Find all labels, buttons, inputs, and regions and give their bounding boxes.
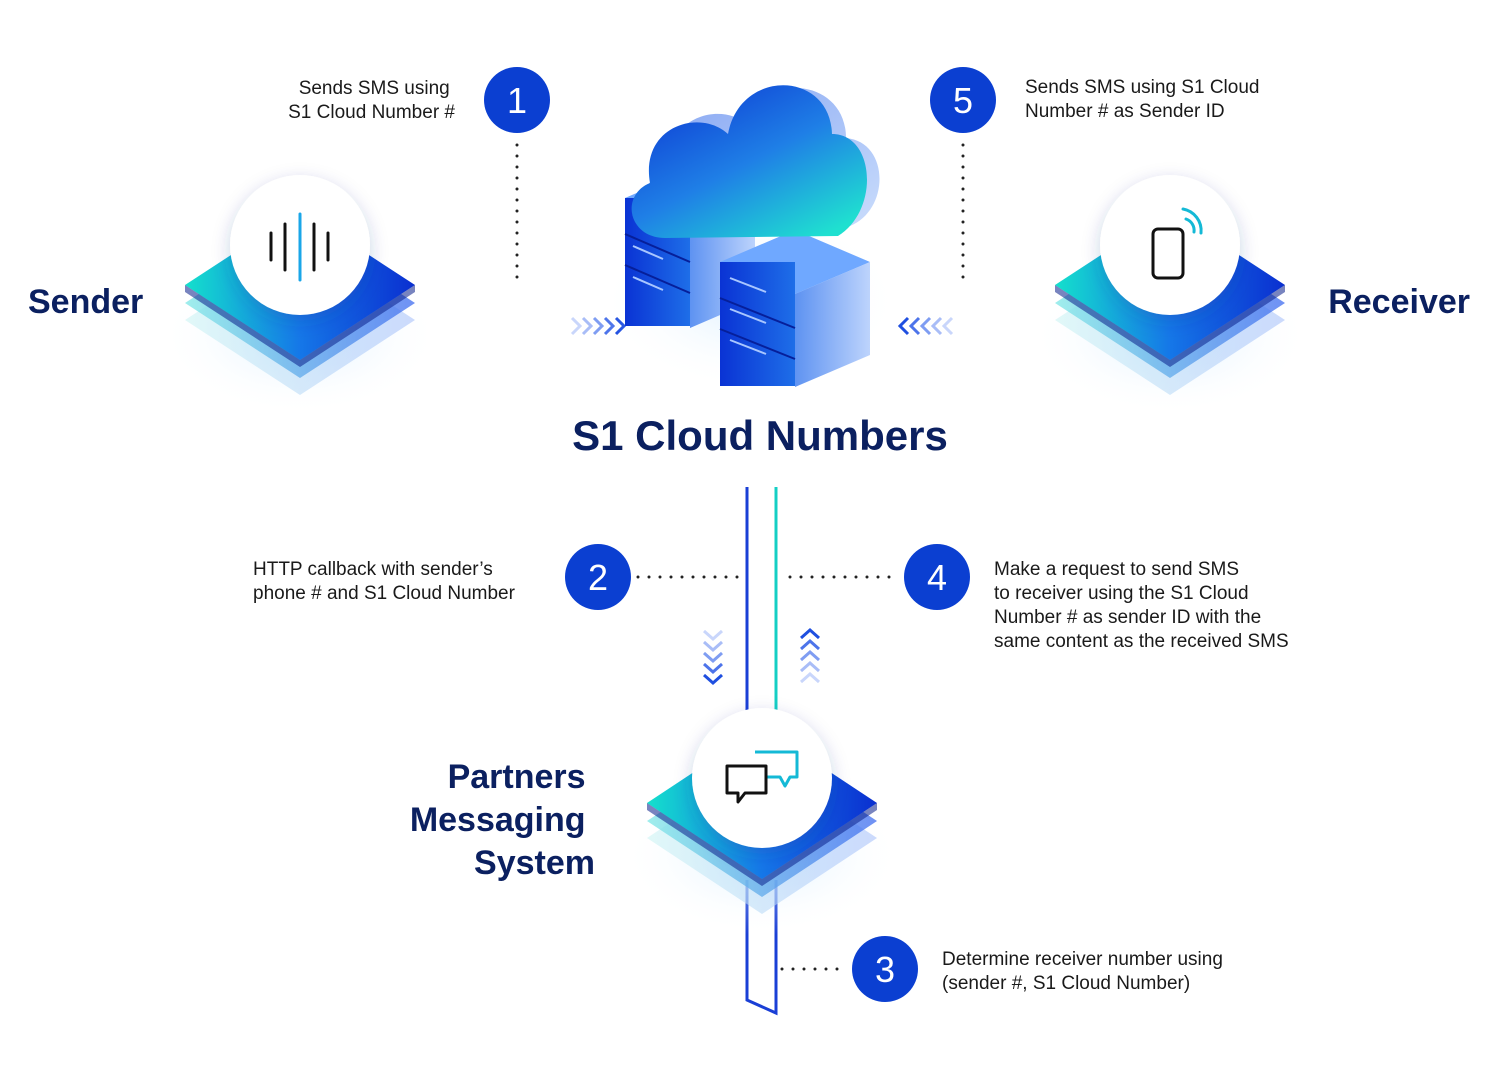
partners-label: Partners Messaging System [410,758,595,882]
step-1-text: Sends SMS using S1 Cloud Number # [288,78,455,123]
step-2-number: 2 [588,557,608,598]
cloud-label: S1 Cloud Numbers [572,412,948,459]
step-3-text: Determine receiver number using (sender … [942,949,1228,994]
step-3-number: 3 [875,949,895,990]
step-5-badge: 5 [930,67,996,133]
step-1-badge: 1 [484,67,550,133]
step-4-number: 4 [927,557,947,598]
step-1-number: 1 [507,80,527,121]
step-5-text: Sends SMS using S1 Cloud Number # as Sen… [1025,77,1265,122]
sound-wave-icon [269,212,330,282]
receiver-icon-disc [1100,175,1240,315]
step-2-badge: 2 [565,544,631,610]
mobile-phone-signal-icon [1151,207,1203,280]
flow-arrows-down [703,629,723,686]
flow-arrows-up [800,627,820,684]
step-4-text: Make a request to send SMS to receiver u… [994,559,1289,652]
receiver-label: Receiver [1328,283,1470,321]
chat-bubbles-icon [725,750,799,804]
step-5-number: 5 [953,80,973,121]
step-4-badge: 4 [904,544,970,610]
flow-arrows-left [897,316,954,336]
step-2-text: HTTP callback with sender’s phone # and … [253,559,516,604]
sender-label: Sender [28,283,143,321]
cloud-server-icon [600,85,900,390]
partners-stem [745,880,778,1016]
step-3-badge: 3 [852,936,918,1002]
